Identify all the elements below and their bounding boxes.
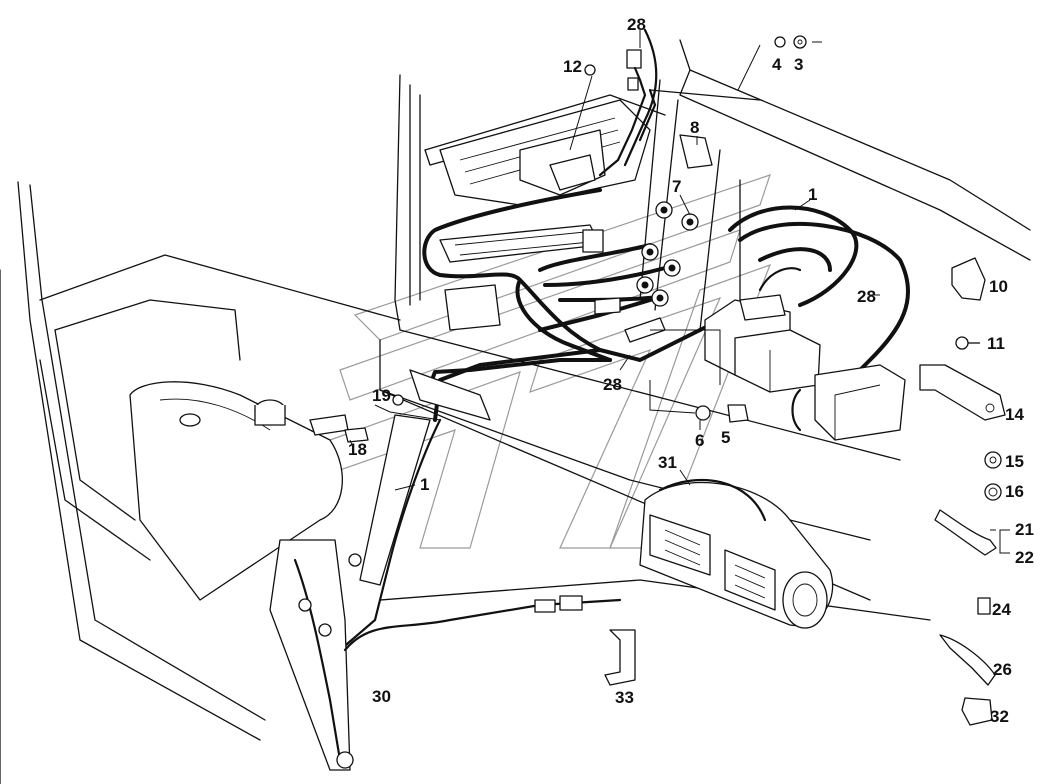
leader-lines <box>349 30 1010 554</box>
callout-16: 16 <box>1005 482 1024 501</box>
callout-1-left: 1 <box>420 475 429 494</box>
overhead-console <box>439 28 658 206</box>
callout-8: 8 <box>690 118 699 137</box>
pillar-harness <box>269 369 622 771</box>
callout-3: 3 <box>794 55 803 74</box>
main-harness <box>422 188 910 432</box>
callout-12: 12 <box>563 57 582 76</box>
callout-14: 14 <box>1005 405 1024 424</box>
callout-30: 30 <box>372 687 391 706</box>
callout-labels: 28 12 4 3 8 7 1 10 28 11 14 28 6 5 19 18… <box>348 15 1034 726</box>
callout-1-top: 1 <box>808 185 817 204</box>
callout-21: 21 <box>1015 520 1034 539</box>
callout-18: 18 <box>348 440 367 459</box>
callout-33: 33 <box>615 688 634 707</box>
hardware-parts <box>344 35 1006 726</box>
callout-31: 31 <box>658 453 677 472</box>
callout-28-top: 28 <box>627 15 646 34</box>
blower-housing <box>639 478 834 629</box>
fuse-strip <box>439 224 604 263</box>
callout-24: 24 <box>992 600 1011 619</box>
relay-boxes <box>444 284 906 441</box>
callout-19: 19 <box>372 386 391 405</box>
callout-32: 32 <box>990 707 1009 726</box>
washer-tank <box>129 381 349 601</box>
cab-outline <box>0 39 1031 784</box>
callout-26: 26 <box>993 660 1012 679</box>
callout-6: 6 <box>695 431 704 450</box>
callout-15: 15 <box>1005 452 1024 471</box>
bulkhead-grommets <box>636 134 713 307</box>
callout-22: 22 <box>1015 548 1034 567</box>
callout-28-bottom: 28 <box>603 375 622 394</box>
callout-28-right: 28 <box>857 287 876 306</box>
callout-4: 4 <box>772 55 782 74</box>
callout-7: 7 <box>672 177 681 196</box>
callout-10: 10 <box>989 277 1008 296</box>
callout-5: 5 <box>721 428 730 447</box>
callout-11: 11 <box>987 334 1005 353</box>
